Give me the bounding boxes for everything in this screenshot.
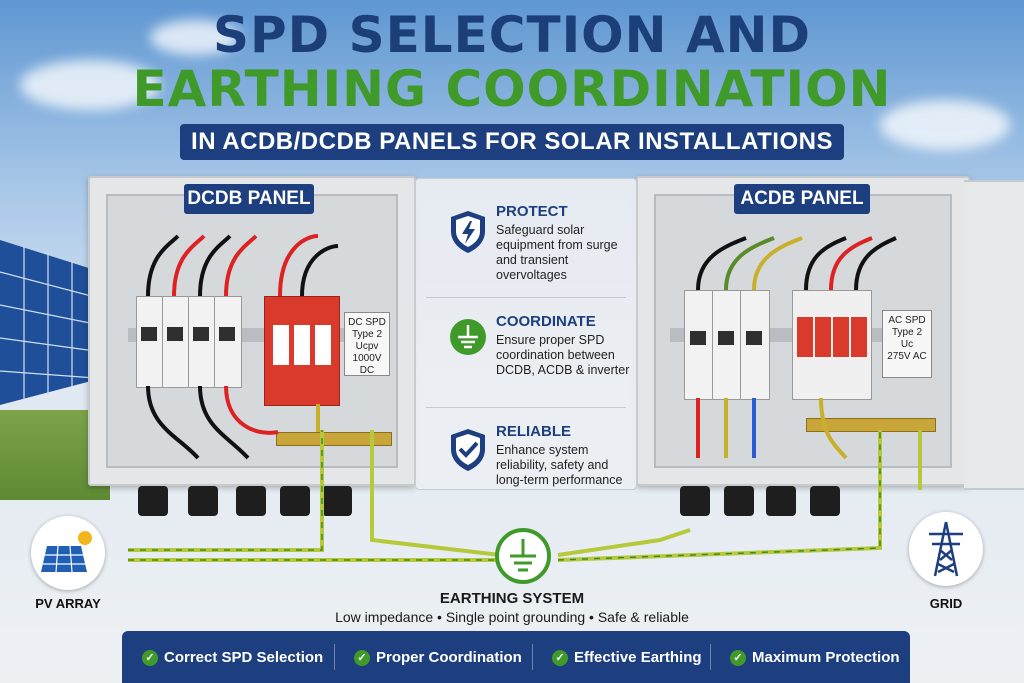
grid-label: GRID <box>929 596 963 611</box>
cable-gland <box>188 486 218 516</box>
dc-spd-module <box>264 296 340 406</box>
earth-busbar <box>806 418 936 432</box>
acdb-panel-label: ACDB PANEL <box>734 184 870 214</box>
earth-busbar <box>276 432 392 446</box>
subtitle-banner: IN ACDB/DCDB PANELS FOR SOLAR INSTALLATI… <box>180 124 844 160</box>
check-icon: ✓ <box>142 650 158 666</box>
transmission-tower-icon <box>929 521 963 577</box>
ac-spd-tag-line: 275V AC <box>887 351 927 362</box>
info-text: Enhance system reliability, safety and l… <box>496 443 623 487</box>
check-icon: ✓ <box>730 650 746 666</box>
pv-array-badge <box>31 516 105 590</box>
dcdb-panel-interior: DC SPD Type 2 Ucpv 1000V DC <box>106 194 398 468</box>
cable-gland <box>724 486 754 516</box>
dc-breaker <box>188 296 216 388</box>
dc-spd-tag: DC SPD Type 2 Ucpv 1000V DC <box>344 312 390 376</box>
earthing-system-subtitle: Low impedance • Single point grounding •… <box>335 609 689 625</box>
info-text: Ensure proper SPD coordination between D… <box>496 333 630 377</box>
dc-spd-tag-line: Type 2 <box>351 329 383 340</box>
dcdb-panel: DC SPD Type 2 Ucpv 1000V DC DCDB PANEL <box>88 176 416 486</box>
acdb-panel: AC SPD Type 2 Uc 275V AC ACDB PANEL <box>636 176 970 486</box>
solar-array-image <box>0 240 95 405</box>
dc-spd-tag-line: 1000V DC <box>352 353 382 376</box>
ac-spd-tag: AC SPD Type 2 Uc 275V AC <box>882 310 932 378</box>
divider <box>532 644 533 670</box>
info-item-coordinate: COORDINATE Ensure proper SPD coordinatio… <box>426 313 631 399</box>
grid-badge <box>909 512 983 586</box>
divider <box>710 644 711 670</box>
cable-gland <box>766 486 796 516</box>
dc-spd-tag-line: DC SPD <box>348 317 386 328</box>
info-item-protect: PROTECT Safeguard solar equipment from s… <box>426 203 631 289</box>
feature-bar: ✓ Correct SPD Selection ✓ Proper Coordinat… <box>122 631 910 683</box>
acdb-panel-door <box>964 180 1024 490</box>
title-line-2: EARTHING COORDINATION <box>132 60 892 118</box>
feature-label: Effective Earthing <box>574 649 702 666</box>
feature-item: ✓ Proper Coordination <box>354 648 522 668</box>
ac-spd-tag-line: Type 2 <box>891 327 923 338</box>
dcdb-wiring <box>146 234 339 460</box>
feature-label: Proper Coordination <box>376 649 522 666</box>
info-title: RELIABLE <box>496 423 571 440</box>
feature-label: Maximum Protection <box>752 649 900 666</box>
dcdb-panel-label: DCDB PANEL <box>184 184 314 214</box>
ac-breaker <box>684 290 714 400</box>
info-text: Safeguard solar equipment from surge and… <box>496 223 618 282</box>
info-panel: PROTECT Safeguard solar equipment from s… <box>415 178 637 490</box>
feature-label: Correct SPD Selection <box>164 649 324 666</box>
cable-gland <box>236 486 266 516</box>
ac-spd-tag-line: Uc <box>900 339 914 350</box>
shield-lightning-icon <box>451 211 485 253</box>
cable-gland <box>280 486 310 516</box>
cloud <box>20 60 160 110</box>
ac-spd-module <box>792 290 872 400</box>
cable-gland <box>680 486 710 516</box>
check-icon: ✓ <box>552 650 568 666</box>
cable-gland <box>138 486 168 516</box>
pv-array-label: PV ARRAY <box>35 596 101 611</box>
check-icon: ✓ <box>354 650 370 666</box>
earthing-system-title: EARTHING SYSTEM <box>439 590 585 607</box>
feature-item: ✓ Maximum Protection <box>730 648 900 668</box>
title-line-1: SPD SELECTION AND <box>213 6 811 64</box>
cable-gland <box>322 486 352 516</box>
divider <box>426 297 626 298</box>
acdb-panel-interior: AC SPD Type 2 Uc 275V AC <box>654 194 952 468</box>
feature-item: ✓ Effective Earthing <box>552 648 702 668</box>
solar-panel-icon <box>41 531 92 573</box>
cloud <box>150 20 240 55</box>
earth-ground-icon <box>495 528 551 584</box>
acdb-wiring <box>696 236 897 460</box>
info-item-reliable: RELIABLE Enhance system reliability, saf… <box>426 423 631 487</box>
info-title: COORDINATE <box>496 313 596 330</box>
cable-gland <box>810 486 840 516</box>
feature-item: ✓ Correct SPD Selection <box>142 648 323 668</box>
shield-check-icon <box>451 429 485 471</box>
dc-breaker <box>214 296 242 388</box>
divider <box>334 644 335 670</box>
ac-spd-tag-line: AC SPD <box>888 315 926 326</box>
divider <box>426 407 626 408</box>
earth-ground-icon <box>450 319 486 355</box>
cloud <box>880 100 1010 150</box>
info-title: PROTECT <box>496 203 568 220</box>
dc-spd-tag-line: Ucpv <box>355 341 379 352</box>
